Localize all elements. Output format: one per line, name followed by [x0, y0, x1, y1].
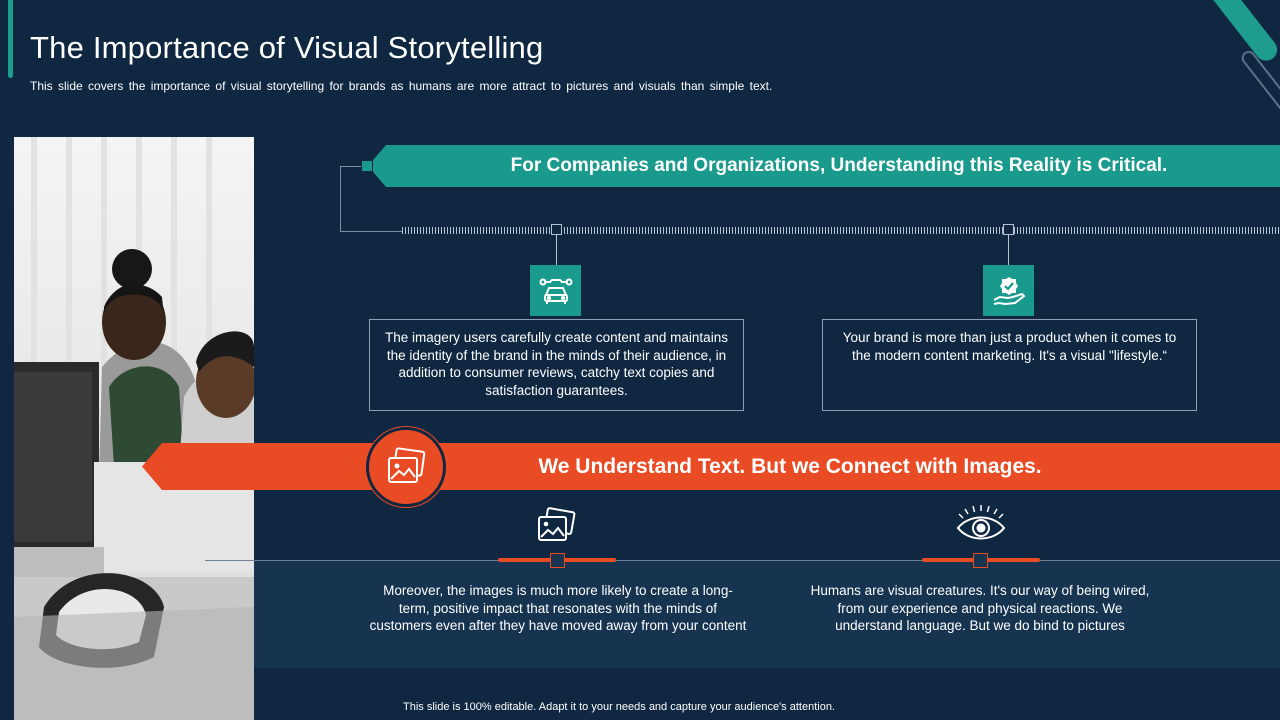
banner-images: [142, 443, 1280, 490]
connector-line: [340, 231, 402, 232]
info-text-visual-creatures: Humans are visual creatures. It's our wa…: [810, 583, 1150, 633]
eye-icon: [955, 503, 1007, 549]
connector-line: [556, 235, 557, 265]
connector-node: [550, 553, 565, 568]
connector-node: [361, 160, 373, 172]
banner-images-text: We Understand Text. But we Connect with …: [538, 454, 1042, 478]
info-text-impact: Moreover, the images is much more likely…: [369, 583, 747, 633]
banner-companies-text: For Companies and Organizations, Underst…: [510, 155, 1168, 176]
connector-node: [1003, 224, 1014, 235]
tick-divider: [402, 227, 1280, 234]
title-accent-bar: [8, 0, 13, 78]
connector-node: [973, 553, 988, 568]
lower-panel: [254, 560, 1280, 668]
footer-note: This slide is 100% editable. Adapt it to…: [403, 701, 835, 713]
connector-line: [1008, 235, 1009, 265]
connector-node: [551, 224, 562, 235]
info-box-brand: Your brand is more than just a product w…: [822, 319, 1197, 411]
hand-badge-icon: [983, 265, 1034, 316]
divider-line: [205, 560, 1280, 561]
banner-companies: For Companies and Organizations, Underst…: [368, 145, 1280, 187]
photos-icon: [535, 506, 577, 548]
image-icon: [366, 427, 446, 507]
connector-line: [340, 166, 366, 167]
office-photo: [14, 137, 254, 720]
info-box-imagery: The imagery users carefully create conte…: [369, 319, 744, 411]
corner-decoration: [1196, 0, 1280, 66]
info-box-imagery-text: The imagery users carefully create conte…: [385, 330, 728, 398]
page-title: The Importance of Visual Storytelling: [30, 30, 544, 65]
connector-line: [340, 166, 341, 231]
info-box-brand-text: Your brand is more than just a product w…: [842, 330, 1177, 363]
wrench-car-icon: [530, 265, 581, 316]
page-subtitle: This slide covers the importance of visu…: [30, 79, 773, 93]
